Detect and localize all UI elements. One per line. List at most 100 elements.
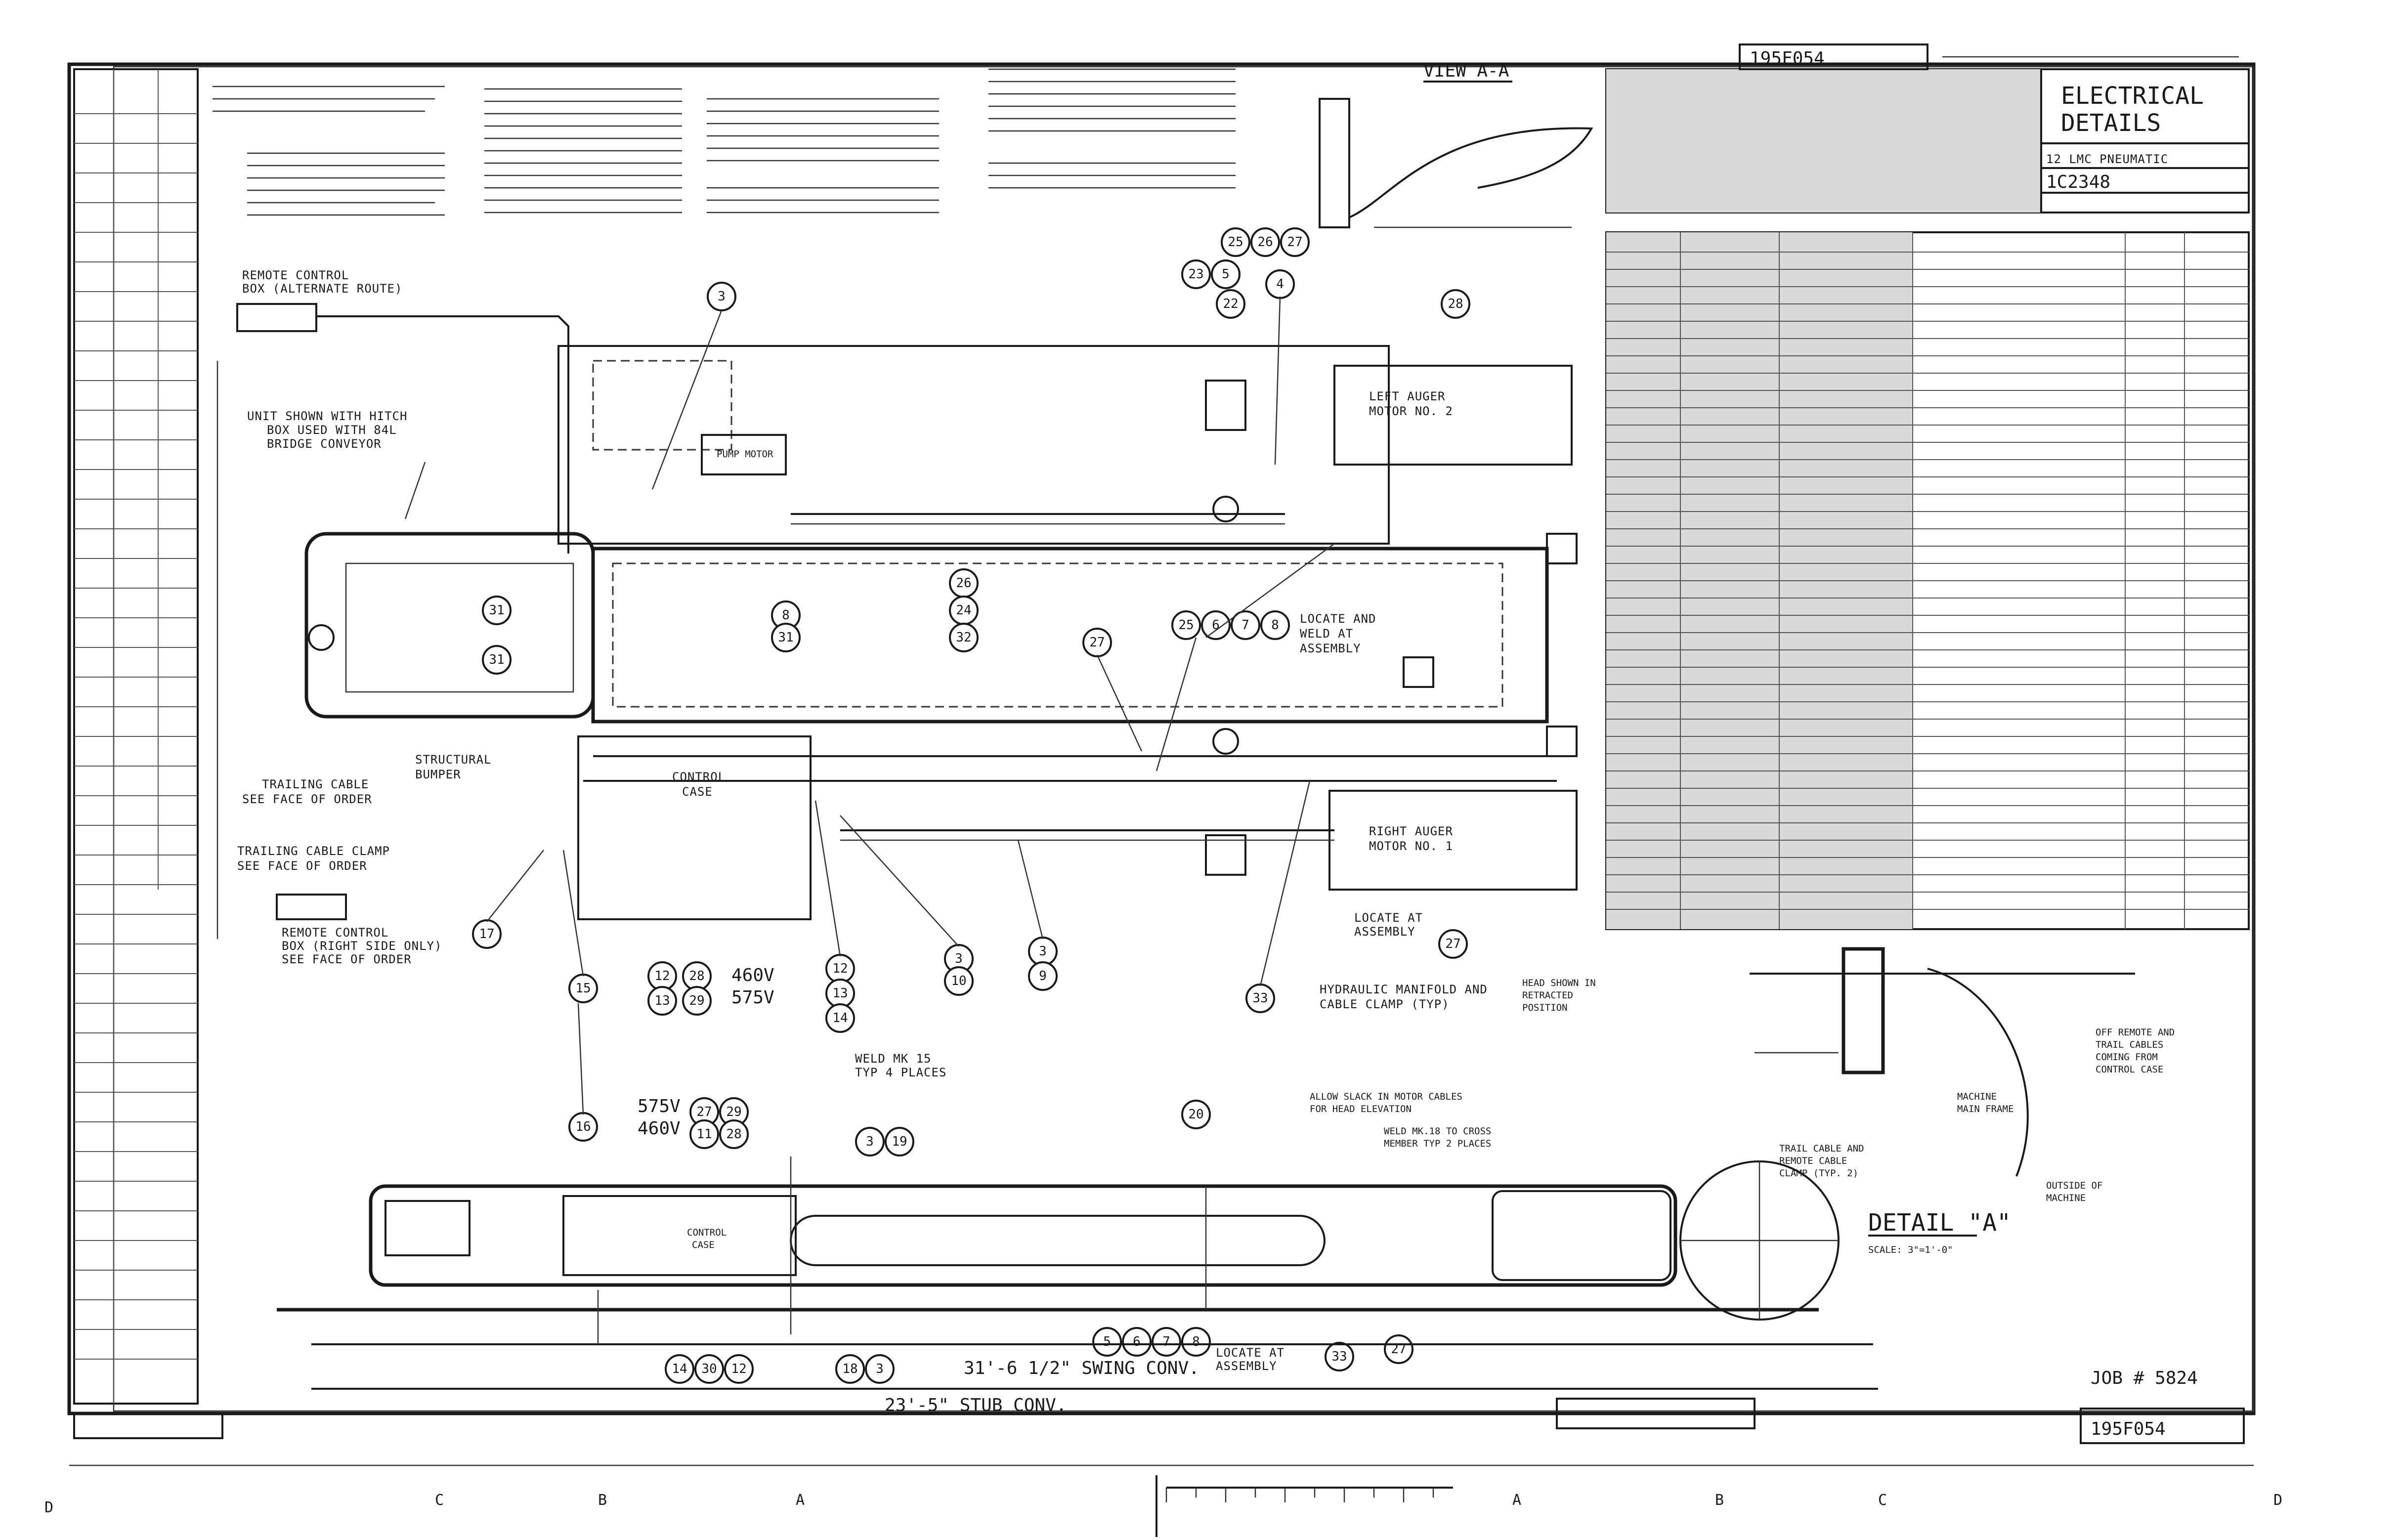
svg-text:3: 3 bbox=[866, 1134, 874, 1149]
machine-main-frame-label: MACHINE bbox=[1957, 1091, 1997, 1102]
trailing-cable-clamp-label: TRAILING CABLE CLAMP bbox=[237, 844, 390, 858]
svg-text:13: 13 bbox=[654, 993, 670, 1008]
locate-weld-label: LOCATE AND bbox=[1300, 612, 1376, 626]
control-case-lower-label: CONTROL bbox=[687, 1227, 727, 1238]
title-block: ELECTRICAL DETAILS 12 LMC PNEUMATIC 1C23… bbox=[1605, 43, 2250, 214]
svg-text:25: 25 bbox=[1178, 618, 1194, 633]
svg-text:CLAMP (TYP. 2): CLAMP (TYP. 2) bbox=[1779, 1168, 1858, 1179]
trailing-cable-label: TRAILING CABLE bbox=[262, 777, 369, 791]
remote-control-box-label: REMOTE CONTROL bbox=[282, 926, 388, 940]
svg-text:3: 3 bbox=[876, 1362, 884, 1376]
trail-cable-remote-label: TRAIL CABLE AND bbox=[1779, 1143, 1864, 1154]
svg-text:15: 15 bbox=[575, 981, 591, 996]
svg-text:8: 8 bbox=[1271, 618, 1279, 633]
svg-text:16: 16 bbox=[575, 1119, 591, 1134]
svg-text:5: 5 bbox=[1222, 267, 1230, 282]
view-aa-title: VIEW A-A bbox=[1423, 61, 1509, 81]
svg-text:3: 3 bbox=[1039, 944, 1047, 959]
svg-text:CASE: CASE bbox=[692, 1240, 715, 1250]
svg-text:27: 27 bbox=[1445, 937, 1460, 951]
svg-text:CONTROL CASE: CONTROL CASE bbox=[2096, 1064, 2163, 1075]
svg-text:33: 33 bbox=[1252, 991, 1268, 1006]
svg-text:CASE: CASE bbox=[682, 785, 713, 799]
svg-text:25: 25 bbox=[1228, 235, 1243, 250]
svg-text:14: 14 bbox=[672, 1362, 687, 1376]
hydraulic-manifold-label: HYDRAULIC MANIFOLD AND bbox=[1320, 983, 1488, 996]
locate-at-lower-label: LOCATE AT bbox=[1216, 1346, 1285, 1360]
svg-text:26: 26 bbox=[1257, 235, 1273, 250]
allow-slack-label: ALLOW SLACK IN MOTOR CABLES bbox=[1310, 1091, 1462, 1102]
svg-text:5: 5 bbox=[1103, 1334, 1111, 1349]
svg-text:BUMPER: BUMPER bbox=[415, 768, 461, 781]
svg-text:27: 27 bbox=[696, 1105, 712, 1119]
zone-letters: D C B A A B C D bbox=[44, 1492, 2282, 1516]
off-remote-label: OFF REMOTE AND bbox=[2096, 1027, 2175, 1038]
svg-text:27: 27 bbox=[1287, 235, 1302, 250]
zone-letter: C bbox=[435, 1492, 444, 1509]
svg-text:7: 7 bbox=[1162, 1334, 1170, 1349]
svg-text:18: 18 bbox=[842, 1362, 857, 1376]
svg-text:ASSEMBLY: ASSEMBLY bbox=[1300, 642, 1361, 655]
general-notes bbox=[213, 68, 1236, 216]
detail-a-title: DETAIL "A" bbox=[1868, 1209, 2011, 1237]
outside-machine-label: OUTSIDE OF bbox=[2046, 1180, 2102, 1191]
leader-lines bbox=[486, 296, 1335, 1115]
unit-shown-note: UNIT SHOWN WITH HITCH BOX USED WITH 84L … bbox=[216, 361, 426, 939]
bottom-drawing-number: 195F054 bbox=[2091, 1419, 2166, 1439]
svg-text:WELD AT: WELD AT bbox=[1300, 627, 1353, 641]
svg-text:31: 31 bbox=[778, 630, 793, 645]
machine-frame-top-view bbox=[304, 345, 1578, 920]
svg-text:24: 24 bbox=[956, 603, 971, 618]
svg-text:ASSEMBLY: ASSEMBLY bbox=[1354, 925, 1415, 939]
svg-text:7: 7 bbox=[1242, 618, 1249, 633]
revision-strip bbox=[73, 68, 199, 1405]
svg-text:TYP 4 PLACES: TYP 4 PLACES bbox=[855, 1066, 946, 1079]
svg-text:MOTOR NO. 2: MOTOR NO. 2 bbox=[1369, 404, 1453, 418]
svg-text:9: 9 bbox=[1039, 969, 1047, 984]
voltage-575-label: 575V bbox=[731, 987, 774, 1008]
svg-text:12: 12 bbox=[654, 969, 670, 984]
svg-text:BRIDGE CONVEYOR: BRIDGE CONVEYOR bbox=[267, 437, 382, 451]
zone-letter: B bbox=[598, 1492, 607, 1509]
stub-conveyor-dim: 23'-5" STUB CONV. bbox=[885, 1395, 1067, 1415]
svg-text:27: 27 bbox=[1089, 635, 1105, 650]
svg-text:MEMBER TYP 2 PLACES: MEMBER TYP 2 PLACES bbox=[1384, 1138, 1491, 1149]
svg-text:MOTOR NO. 1: MOTOR NO. 1 bbox=[1369, 839, 1453, 853]
svg-text:8: 8 bbox=[1192, 1334, 1200, 1349]
structural-bumper-label: STRUCTURAL bbox=[415, 753, 492, 767]
bill-of-materials bbox=[1605, 231, 2250, 930]
svg-text:FOR HEAD ELEVATION: FOR HEAD ELEVATION bbox=[1310, 1104, 1412, 1114]
weld-mk-label: WELD MK.18 TO CROSS bbox=[1384, 1126, 1491, 1137]
svg-text:20: 20 bbox=[1188, 1107, 1203, 1122]
svg-text:13: 13 bbox=[832, 986, 848, 1001]
locate-at-label: LOCATE AT bbox=[1354, 911, 1423, 925]
svg-text:3: 3 bbox=[718, 289, 726, 304]
svg-text:3: 3 bbox=[955, 951, 963, 966]
detail-a-scale: SCALE: 3"=1'-0" bbox=[1868, 1244, 1953, 1255]
svg-text:32: 32 bbox=[956, 630, 971, 645]
voltage-460-label: 460V bbox=[731, 965, 774, 985]
head-shown-label: HEAD SHOWN IN bbox=[1522, 978, 1596, 988]
drawing-title: ELECTRICAL bbox=[2061, 82, 2204, 110]
zone-letter: C bbox=[1878, 1492, 1887, 1509]
weld-mk15-label: WELD MK 15 bbox=[855, 1052, 932, 1066]
svg-text:28: 28 bbox=[726, 1127, 741, 1142]
bottom-scale bbox=[69, 1464, 2254, 1537]
drawing-subtitle: DETAILS bbox=[2061, 109, 2161, 137]
svg-text:UNIT SHOWN WITH HITCH: UNIT SHOWN WITH HITCH bbox=[247, 409, 407, 423]
control-case-label: CONTROL bbox=[672, 770, 726, 784]
svg-text:COMING FROM: COMING FROM bbox=[2096, 1052, 2158, 1063]
job-number: JOB # 5824 bbox=[2091, 1368, 2198, 1388]
swing-conveyor-dim: 31'-6 1/2" SWING CONV. bbox=[964, 1358, 1199, 1378]
svg-text:MACHINE: MACHINE bbox=[2046, 1193, 2086, 1203]
svg-text:22: 22 bbox=[1223, 297, 1238, 311]
svg-text:MAIN FRAME: MAIN FRAME bbox=[1957, 1104, 2013, 1114]
svg-text:30: 30 bbox=[701, 1362, 717, 1376]
svg-text:RETRACTED: RETRACTED bbox=[1522, 990, 1573, 1001]
svg-text:11: 11 bbox=[696, 1127, 712, 1142]
top-drawing-number: 195F054 bbox=[1750, 48, 1825, 69]
left-auger-label: LEFT AUGER bbox=[1369, 389, 1446, 403]
remote-control-alt: REMOTE CONTROL BOX (ALTERNATE ROUTE) bbox=[236, 268, 569, 554]
svg-text:10: 10 bbox=[951, 974, 966, 988]
